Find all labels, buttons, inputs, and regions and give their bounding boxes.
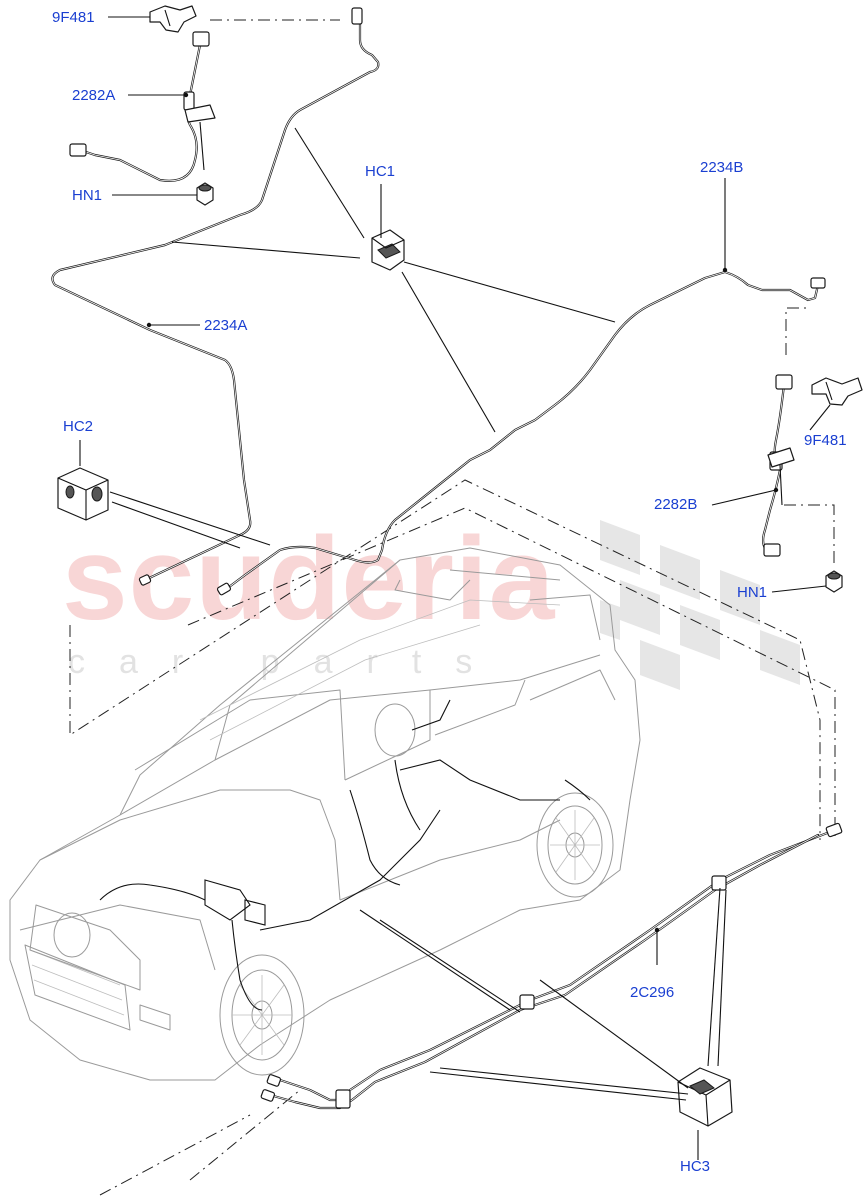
- brake-pipe-2234a: [51, 7, 380, 586]
- label-nut-hn1-right: HN1: [737, 584, 768, 601]
- label-pipe-2234b: 2234B: [700, 159, 744, 176]
- watermark-checker: [600, 520, 800, 690]
- label-clip-hc1: HC1: [365, 163, 396, 180]
- brake-hose-2282a: [69, 31, 216, 206]
- clip-9f481-top: [149, 5, 197, 33]
- dashed-boundary: [69, 19, 836, 1196]
- brake-hose-2282b: [761, 374, 843, 593]
- leader-lines: [79, 16, 831, 1160]
- brake-pipe-2c296: [260, 822, 843, 1110]
- clip-hc1: [371, 229, 405, 271]
- brake-pipe-2234b: [216, 270, 826, 596]
- label-hose-2282a: 2282A: [72, 87, 116, 104]
- label-clip-hc3: HC3: [680, 1158, 711, 1175]
- label-nut-hn1-left: HN1: [72, 187, 103, 204]
- label-pipe-2234a: 2234A: [204, 317, 248, 334]
- label-clip-9f481-top: 9F481: [52, 9, 95, 26]
- label-clip-9f481-right: 9F481: [804, 432, 847, 449]
- watermark-subtitle: car parts: [68, 643, 507, 681]
- clip-hc3: [677, 1067, 733, 1127]
- vehicle-outline: [9, 547, 641, 1081]
- clip-hc2: [57, 467, 109, 521]
- clip-9f481-right: [811, 377, 863, 406]
- label-pipe-2c296: 2C296: [630, 984, 675, 1001]
- label-hose-2282b: 2282B: [654, 496, 698, 513]
- label-clip-hc2: HC2: [63, 418, 94, 435]
